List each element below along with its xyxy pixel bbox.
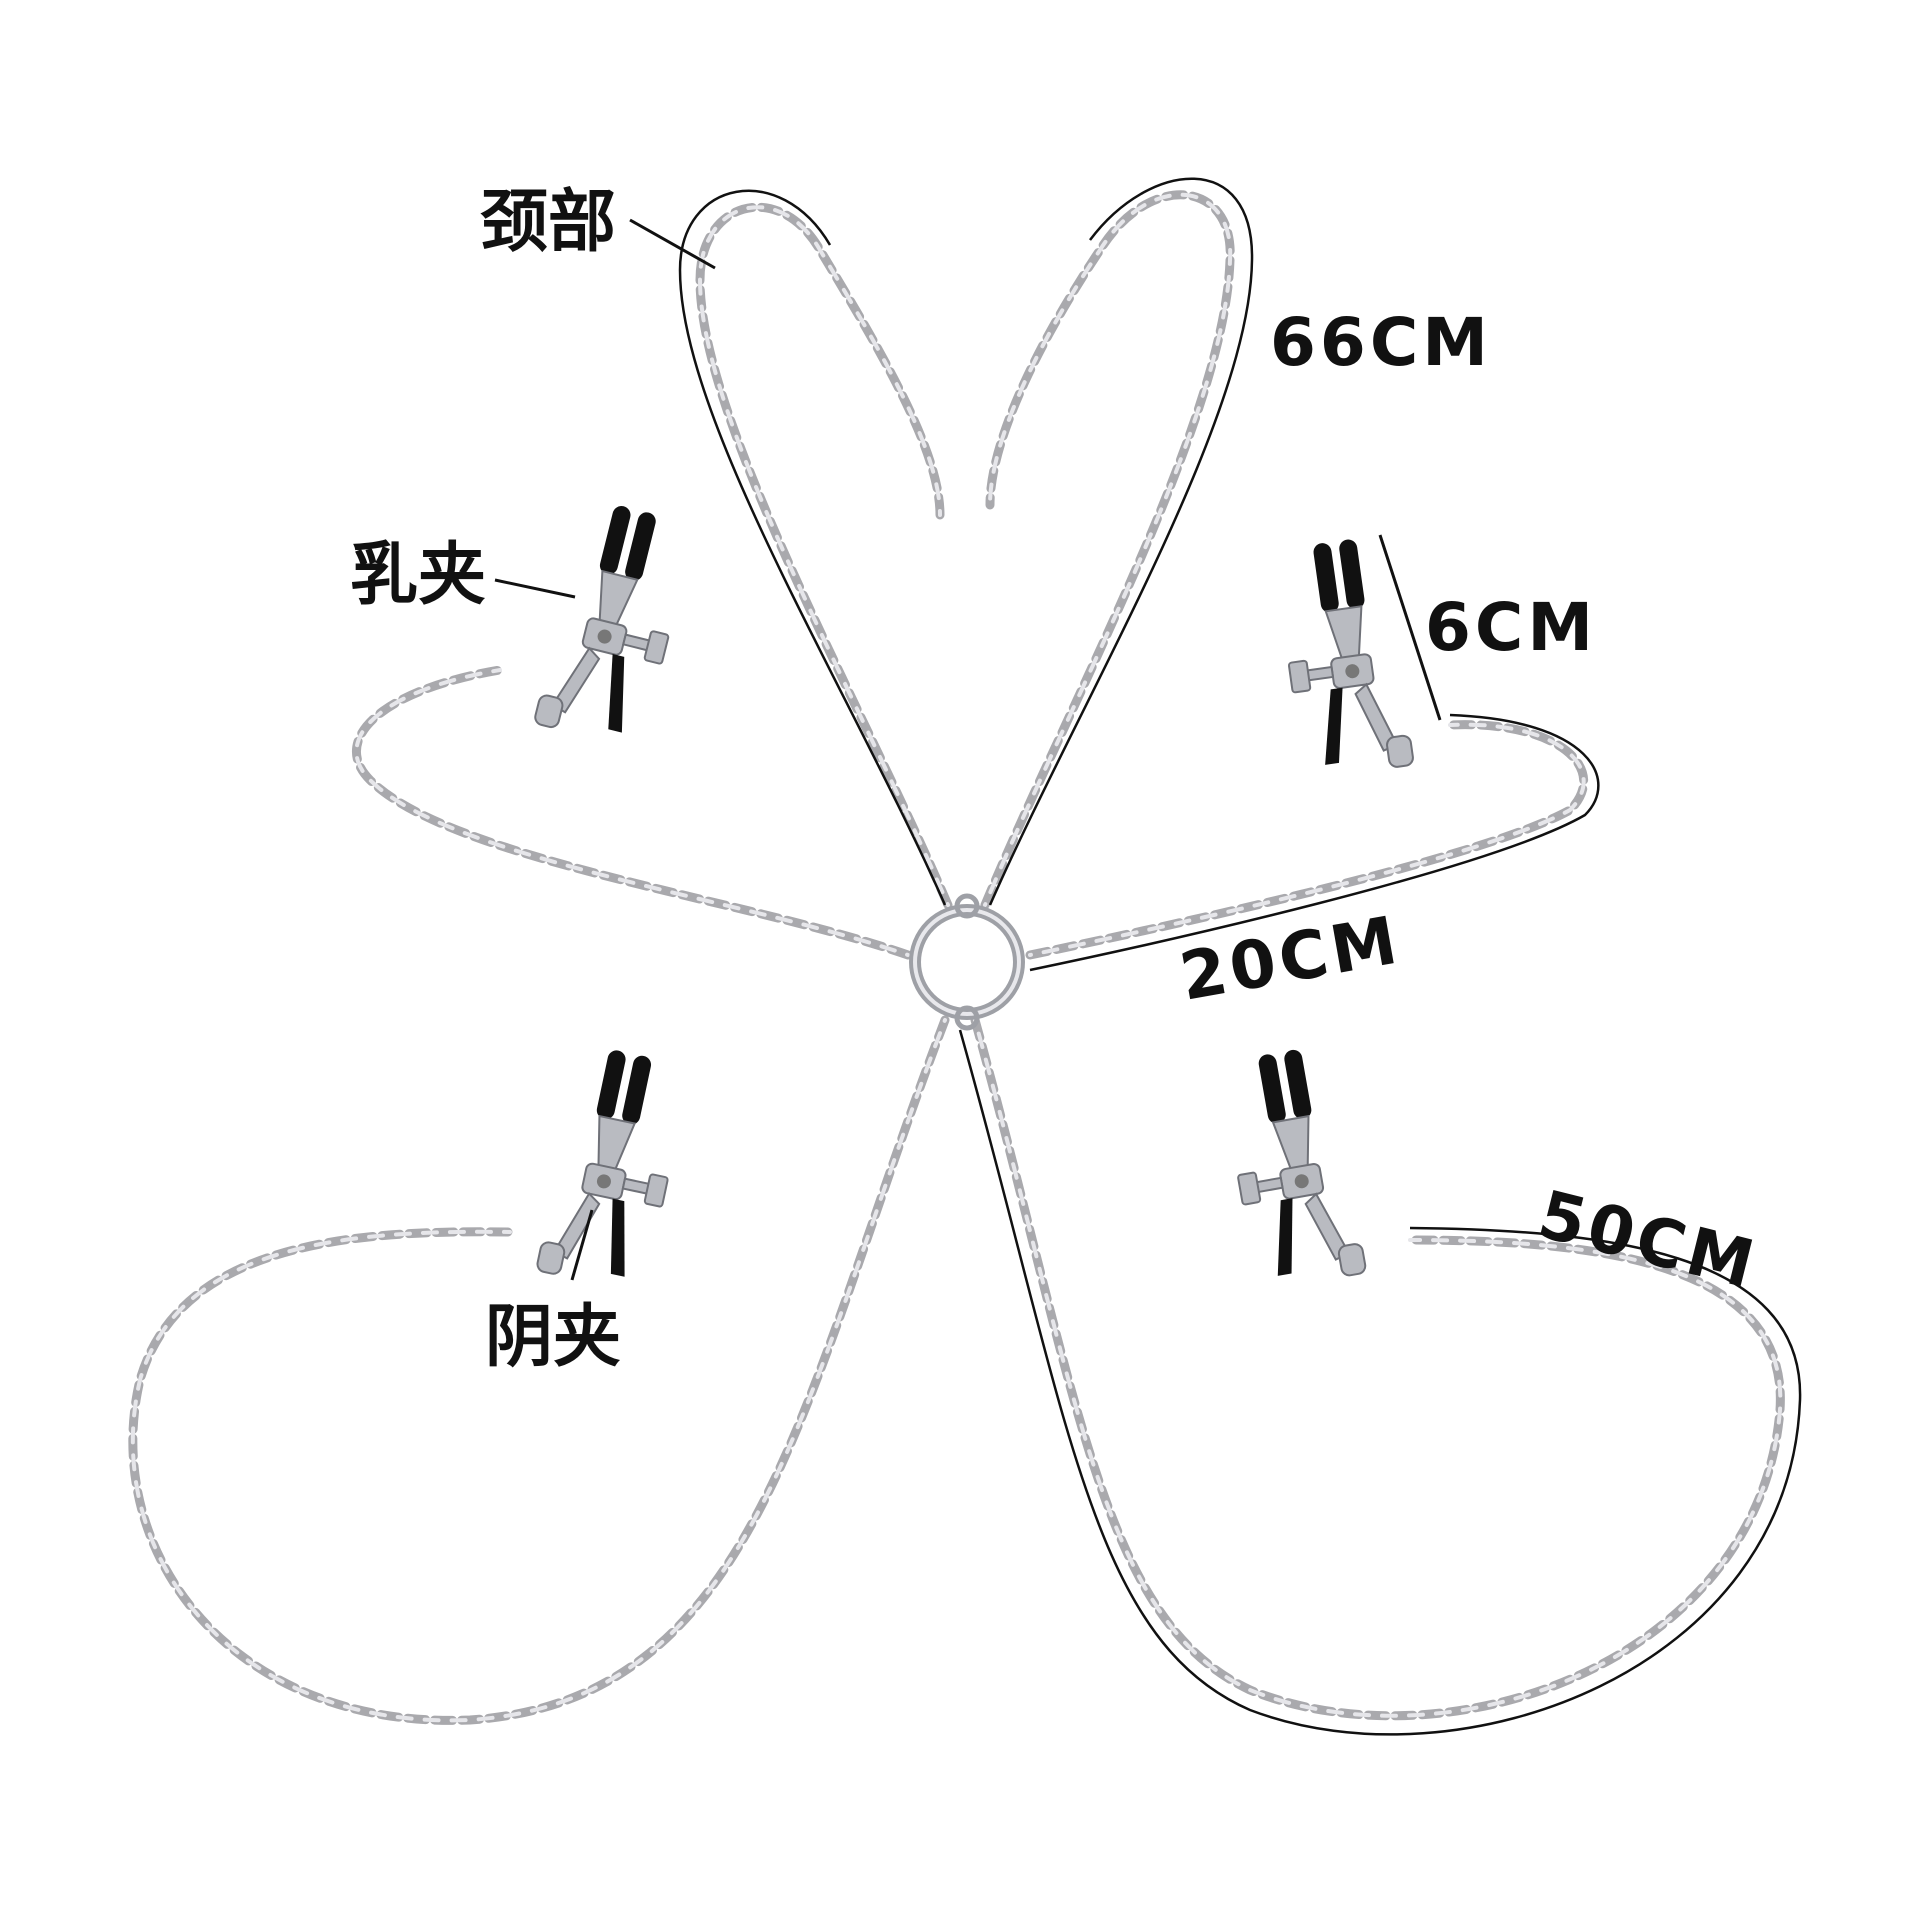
neck-chain-length-label: 66CM: [1270, 304, 1492, 381]
chain-group: [128, 190, 1785, 1725]
clit-clamp-label: 阴夹: [485, 1298, 621, 1377]
long-chain-length-label: 50CM: [1531, 1176, 1765, 1304]
short-chain-right: [1025, 720, 1589, 960]
neck-chain-outline: [678, 189, 947, 906]
clit-clamp-leader: [570, 1209, 594, 1281]
long-chain-left: [128, 1015, 950, 1725]
clamp-length-label: 6CM: [1425, 589, 1597, 666]
center-ring: [909, 893, 1025, 1031]
neck-chain: [695, 190, 1235, 910]
dimension-outlines: [678, 177, 1802, 1736]
nipple-clamp-label: 乳夹: [350, 536, 486, 615]
neck-chain-outline-right: [988, 177, 1254, 906]
clamp-length-leader: [1378, 534, 1442, 721]
nipple-clamp-leader: [494, 578, 576, 599]
neck-leader: [629, 218, 716, 270]
leader-lines: [494, 218, 1442, 1281]
neck-label: 颈部: [480, 183, 616, 262]
long-chain-right: [970, 1015, 1785, 1721]
clamp-top-left: [532, 496, 698, 751]
short-chain-outline: [1029, 713, 1600, 972]
clamp-bottom-left: [535, 1042, 693, 1295]
clamp-bottom-right: [1216, 1042, 1368, 1293]
long-chain-outline: [958, 1029, 1802, 1736]
short-chain-left: [352, 665, 913, 960]
